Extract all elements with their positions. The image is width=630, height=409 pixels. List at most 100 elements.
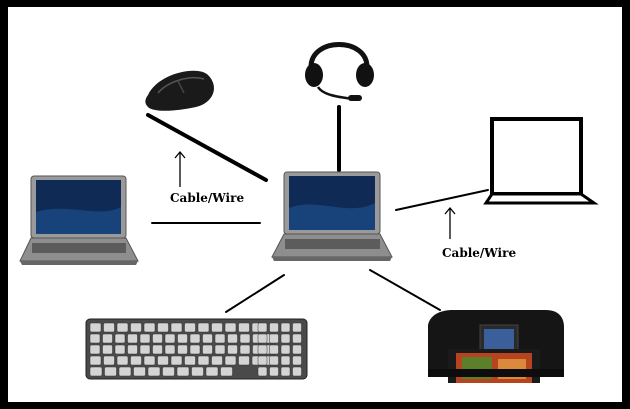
keyboard-numpad-key: [257, 366, 268, 377]
keyboard-key: [89, 333, 101, 344]
keyboard-key: [157, 322, 169, 333]
keyboard-key: [239, 344, 251, 355]
keyboard-key: [177, 344, 188, 355]
diagram-svg: [19, 42, 599, 383]
keyboard-key: [116, 322, 129, 333]
keyboard-key: [89, 355, 102, 366]
keyboard-key: [118, 366, 132, 377]
keyboard-key: [130, 355, 142, 366]
keyboard-key: [170, 355, 183, 366]
keyboard-numpad-key: [280, 322, 291, 333]
line-mouse-to-center: [146, 113, 268, 182]
keyboard-numpad-key: [269, 333, 279, 344]
keyboard-key: [133, 366, 146, 377]
line-center-to-monitor: [395, 189, 489, 211]
keyboard-key: [202, 344, 213, 355]
keyboard-keys: [89, 322, 302, 377]
keyboard-key: [224, 322, 237, 333]
keyboard-key: [202, 333, 213, 344]
keyboard-numpad-key: [257, 322, 268, 333]
keyboard-key: [103, 322, 115, 333]
keyboard-key: [162, 366, 175, 377]
keyboard-key: [238, 322, 250, 333]
keyboard-key: [227, 344, 238, 355]
keyboard-key: [127, 333, 138, 344]
keyboard-key: [102, 333, 113, 344]
keyboard-key: [239, 333, 251, 344]
keyboard-key: [102, 344, 113, 355]
line-center-to-keyboard: [225, 274, 285, 313]
keyboard-numpad-key: [257, 355, 268, 366]
keyboard-numpad-key: [269, 344, 279, 355]
keyboard-key: [238, 355, 250, 366]
keyboard-numpad-key: [280, 355, 291, 366]
keyboard-key: [130, 322, 142, 333]
keyboard-key: [170, 322, 183, 333]
headset-icon: [305, 42, 374, 101]
network-diagram: Cable/Wire Cable/Wire: [8, 7, 622, 402]
keyboard-key: [157, 355, 169, 366]
keyboard-numpad-key: [269, 322, 279, 333]
left-laptop-icon: [19, 175, 139, 265]
keyboard-key: [211, 355, 223, 366]
cable-label-right: Cable/Wire: [442, 246, 517, 260]
keyboard-numpad-key: [280, 333, 291, 344]
mouse-icon: [145, 70, 215, 111]
keyboard-key: [164, 344, 176, 355]
keyboard-numpad-key: [280, 344, 291, 355]
keyboard-key: [214, 333, 226, 344]
keyboard-key: [139, 344, 151, 355]
keyboard-key: [227, 333, 238, 344]
keyboard-key: [164, 333, 176, 344]
keyboard-key: [152, 344, 163, 355]
keyboard-numpad-key: [292, 344, 302, 355]
keyboard-numpad-key: [257, 344, 268, 355]
keyboard-key: [184, 355, 196, 366]
keyboard-numpad-key: [257, 333, 268, 344]
keyboard-key: [89, 366, 103, 377]
keyboard-key: [114, 333, 126, 344]
connection-lines: [146, 105, 489, 313]
keyboard-key: [189, 344, 201, 355]
keyboard-key: [177, 333, 188, 344]
keyboard-key: [89, 322, 102, 333]
keyboard-key: [189, 333, 201, 344]
keyboard-numpad-key: [292, 333, 302, 344]
cable-label-left: Cable/Wire: [170, 191, 245, 205]
keyboard-key: [147, 366, 161, 377]
keyboard-key: [103, 355, 115, 366]
keyboard-key: [116, 355, 129, 366]
keyboard-key: [184, 322, 196, 333]
keyboard-key: [211, 322, 223, 333]
keyboard-key: [152, 333, 163, 344]
keyboard-numpad-key: [292, 366, 302, 377]
keyboard-key: [220, 366, 233, 377]
arrow-right: [444, 206, 456, 239]
keyboard-numpad-key: [292, 322, 302, 333]
keyboard-key: [104, 366, 117, 377]
keyboard-key: [176, 366, 190, 377]
line-center-to-printer: [369, 269, 441, 311]
monitor-icon: [483, 117, 599, 205]
printer-icon: [428, 310, 564, 383]
keyboard-key: [127, 344, 138, 355]
keyboard-key: [89, 344, 101, 355]
keyboard-numpad-key: [280, 366, 291, 377]
keyboard-key: [197, 355, 210, 366]
keyboard-key: [139, 333, 151, 344]
keyboard-icon: [85, 318, 308, 380]
keyboard-numpad-key: [269, 355, 279, 366]
keyboard-key: [197, 322, 210, 333]
keyboard-key: [224, 355, 237, 366]
center-laptop-icon: [271, 171, 393, 261]
keyboard-numpad-key: [269, 366, 279, 377]
keyboard-key: [143, 355, 156, 366]
keyboard-key: [205, 366, 219, 377]
keyboard-key: [214, 344, 226, 355]
keyboard-numpad-key: [292, 355, 302, 366]
keyboard-key: [114, 344, 126, 355]
keyboard-key: [191, 366, 204, 377]
arrow-left: [174, 150, 186, 187]
keyboard-key: [143, 322, 156, 333]
